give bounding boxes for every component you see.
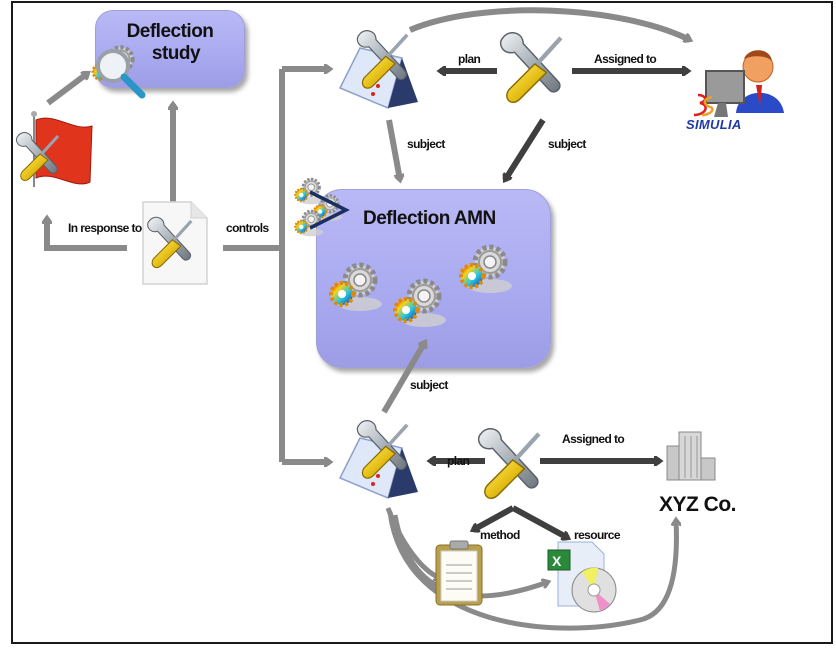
user-computer-icon <box>705 50 784 117</box>
document-tools-icon <box>142 201 208 285</box>
label-plan-top: plan <box>458 52 481 66</box>
svg-text:X: X <box>552 553 562 569</box>
gear-pair-icon-2 <box>395 281 446 327</box>
label-controls: controls <box>226 221 269 235</box>
edge-method <box>473 505 515 530</box>
simulia-brand-label: SIMULIA <box>686 117 742 132</box>
building-icon <box>666 431 716 481</box>
edge-subject-top-right <box>502 118 546 180</box>
label-in-response-to: In response to <box>68 221 142 235</box>
edge-subject-bottom <box>381 342 425 414</box>
label-subject-top-left: subject <box>407 137 445 151</box>
calendar-tools-icon-top <box>338 28 418 110</box>
edge-top-curve-to-user <box>408 7 690 40</box>
label-resource: resource <box>574 528 621 542</box>
flag-tools-icon <box>14 111 93 187</box>
edge-subject-top-left <box>386 119 400 180</box>
label-assigned-to-bottom: Assigned to <box>562 432 625 446</box>
edge-flag-to-study <box>46 70 88 106</box>
edge-in-response-to <box>47 218 127 251</box>
spreadsheet-disc-icon: X <box>547 541 617 613</box>
deflection-study-line2: study <box>151 43 201 64</box>
edge-resource <box>511 505 568 538</box>
gear-network-icon <box>295 179 350 236</box>
label-subject-top-right: subject <box>548 137 586 151</box>
gear-pair-icon-1 <box>331 265 382 311</box>
ds-logo-icon <box>693 93 714 117</box>
deflection-amn-title: Deflection AMN <box>363 208 496 229</box>
xyz-company-label: XYZ Co. <box>659 493 737 516</box>
label-plan-bottom: plan <box>447 454 470 468</box>
label-subject-bottom: subject <box>410 378 448 392</box>
deflection-study-line1: Deflection <box>126 21 214 42</box>
label-method: method <box>480 528 520 542</box>
deflection-study-title: Deflection study <box>96 21 244 65</box>
tools-icon-bottom <box>479 429 539 499</box>
magnifier-gear-icon <box>91 47 146 99</box>
calendar-tools-icon-bottom <box>338 418 418 500</box>
edge-curve-to-xyz <box>387 511 676 631</box>
label-assigned-to-top: Assigned to <box>594 52 657 66</box>
clipboard-icon <box>435 540 483 606</box>
gear-pair-icon-3 <box>461 247 512 293</box>
tools-icon-top <box>501 33 561 103</box>
